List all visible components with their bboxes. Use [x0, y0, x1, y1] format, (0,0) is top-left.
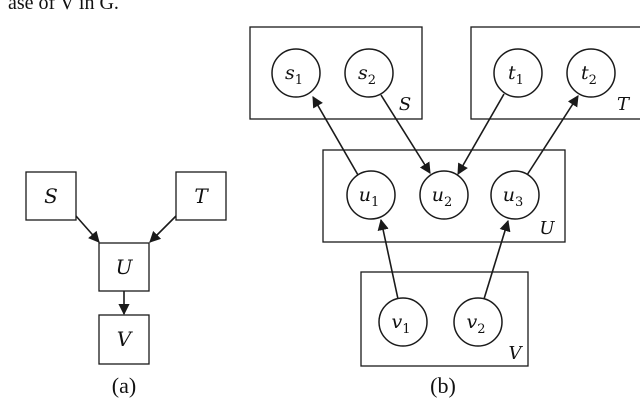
edge-v2-u3: [483, 219, 511, 300]
svg-text:u1: u1: [359, 184, 380, 210]
node-u3-sub: 3: [515, 195, 523, 210]
diagram-a: S T U V (a): [25, 171, 227, 398]
node-t2: t2: [566, 48, 616, 98]
node-u3-base: u: [503, 184, 515, 206]
node-t2-base: t: [581, 62, 589, 84]
node-s1: s1: [271, 48, 321, 98]
box-a-v: [98, 314, 150, 365]
caption-b: (b): [430, 373, 456, 398]
svg-text:v2: v2: [466, 311, 485, 337]
edge-a-s-u: [75, 215, 100, 243]
node-t1-base: t: [508, 62, 516, 84]
svg-text:u3: u3: [503, 184, 524, 210]
node-s1-sub: 1: [295, 73, 303, 88]
box-a-s: [25, 171, 77, 221]
node-u2-sub: 2: [444, 195, 452, 210]
caption-a: (a): [112, 373, 136, 398]
node-v1-base: v: [391, 311, 402, 333]
svg-text:t1: t1: [508, 62, 524, 88]
node-v1-sub: 1: [402, 322, 410, 337]
svg-text:u2: u2: [432, 184, 453, 210]
header-fragment: ase of V in G.: [8, 0, 119, 14]
node-u1: u1: [346, 170, 396, 220]
node-t2-sub: 2: [589, 73, 597, 88]
label-a-t: T: [194, 184, 209, 208]
node-s2: s2: [344, 48, 394, 98]
edge-a-t-u: [149, 215, 177, 243]
node-u2: u2: [419, 170, 469, 220]
node-v2: v2: [453, 297, 503, 347]
node-u1-sub: 1: [371, 195, 379, 210]
svg-text:t2: t2: [581, 62, 597, 88]
node-t1: t1: [493, 48, 543, 98]
node-u3: u3: [490, 170, 540, 220]
node-t1-sub: 1: [516, 73, 524, 88]
label-a-v: V: [117, 327, 134, 351]
plate-label-t: T: [617, 94, 631, 115]
node-s1-base: s: [285, 62, 295, 84]
plate-label-v: V: [509, 343, 524, 364]
box-a-t: [175, 171, 227, 221]
plate-label-s: S: [399, 94, 411, 115]
edge-u1-s1: [312, 96, 359, 176]
label-a-u: U: [116, 255, 134, 279]
edge-s2-u2: [380, 94, 431, 174]
node-s2-sub: 2: [368, 73, 376, 88]
svg-text:s1: s1: [285, 62, 303, 88]
node-v2-sub: 2: [477, 322, 485, 337]
edge-t1-u2: [457, 93, 505, 175]
node-v2-base: v: [466, 311, 477, 333]
svg-text:v1: v1: [391, 311, 410, 337]
svg-text:s2: s2: [358, 62, 376, 88]
node-s2-base: s: [358, 62, 368, 84]
edge-v1-u1: [377, 218, 399, 300]
diagram-b: S T U V s1 s2 t1 t2 u1: [249, 26, 640, 398]
node-u1-base: u: [359, 184, 371, 206]
plate-label-u: U: [539, 218, 555, 239]
edge-u3-t2: [526, 95, 579, 176]
label-a-s: S: [44, 184, 58, 208]
node-u2-base: u: [432, 184, 444, 206]
node-v1: v1: [378, 297, 428, 347]
